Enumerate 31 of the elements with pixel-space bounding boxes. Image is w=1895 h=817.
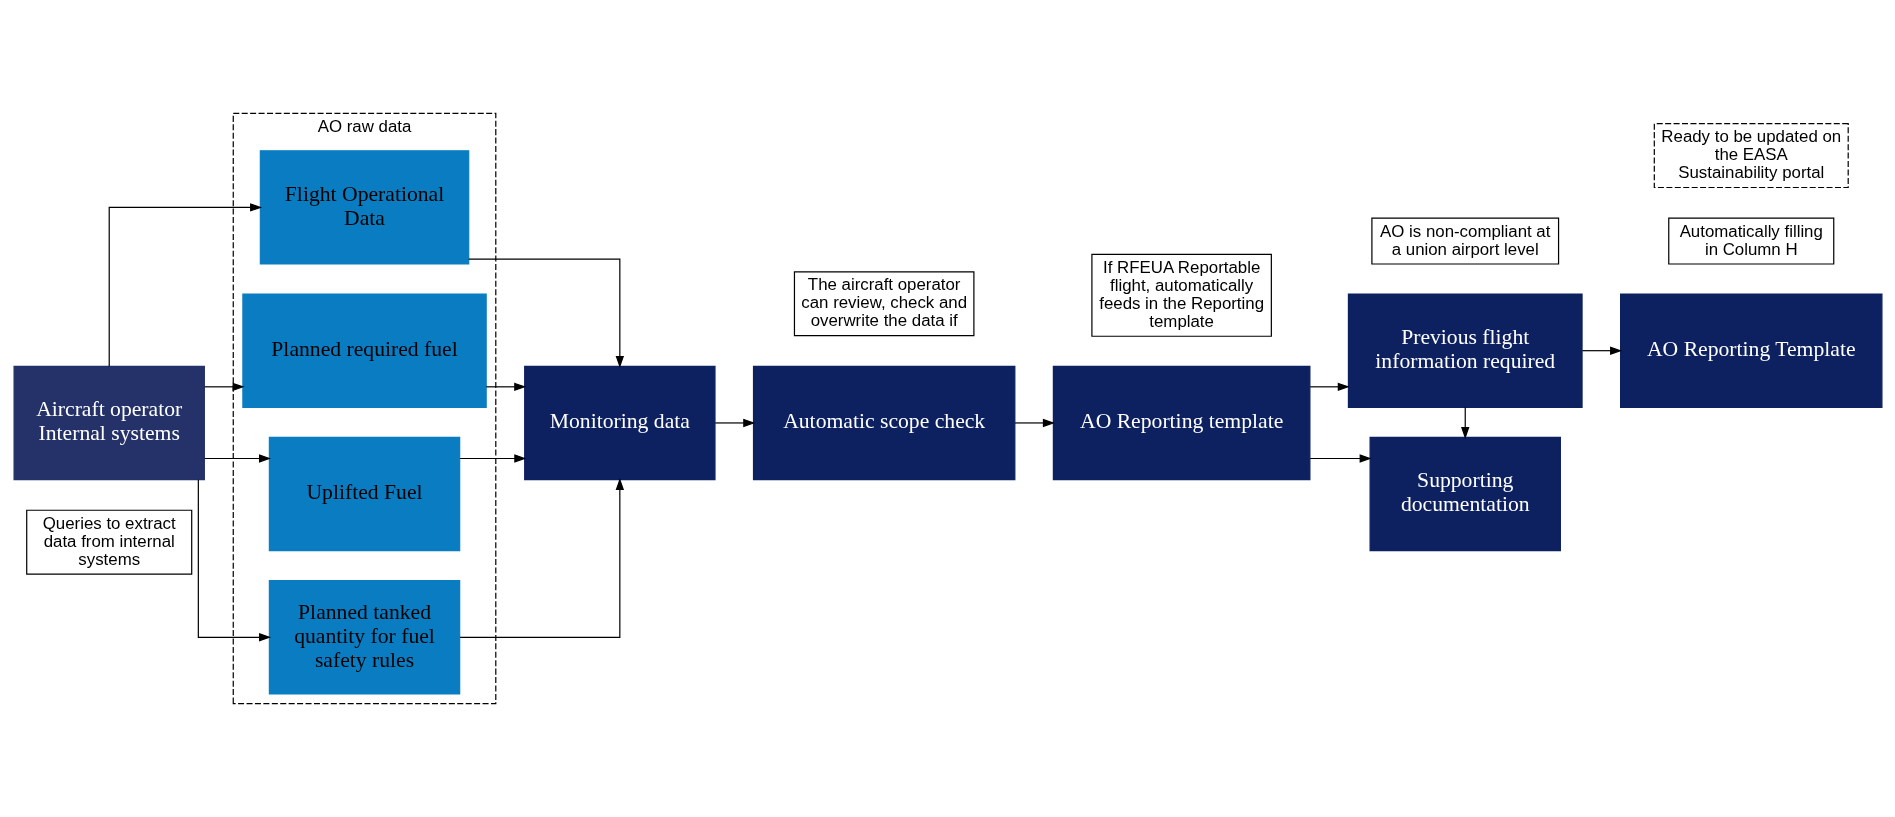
node-box: Automatic scope check: [752, 365, 1015, 481]
node-box: Planned required fuel: [241, 293, 487, 408]
node-box: Planned tanked quantity for fuel safety rules: [268, 580, 460, 695]
node-box: The aircraft operator can review, check and overwrite the data if: [793, 271, 974, 337]
arrow: [197, 479, 271, 642]
node-box: Automatically filling in Column H: [1667, 217, 1834, 265]
node-box: Flight Operational Data: [259, 150, 469, 265]
node-box: AO is non-compliant at a union airport level: [1370, 217, 1559, 265]
arrow: [203, 454, 271, 463]
node-box: Aircraft operator Internal systems: [13, 365, 205, 481]
node-box: AO Reporting template: [1052, 365, 1310, 481]
node-box: Queries to extract data from internal systems: [25, 509, 192, 575]
arrow: [714, 418, 755, 428]
node-box: AO Reporting Template: [1619, 293, 1882, 408]
arrow: [1014, 418, 1055, 428]
node-box: Supporting documentation: [1369, 436, 1561, 552]
arrow: [458, 454, 526, 463]
arrow: [108, 203, 262, 367]
arrow: [467, 258, 624, 368]
arrow: [203, 382, 245, 392]
node-box: If RFEUA Reportable flight, automatically feeds in the Reporting template: [1090, 253, 1272, 337]
arrow: [1581, 346, 1622, 355]
arrow: [458, 478, 624, 638]
arrow: [1309, 382, 1350, 392]
arrow: [1460, 406, 1469, 440]
node-box: Uplifted Fuel: [268, 436, 460, 552]
node-box: Ready to be updated on the EASA Sustainability portal: [1653, 123, 1849, 189]
node-box: Previous flight information required: [1347, 293, 1583, 408]
arrow: [1309, 454, 1372, 463]
node-box: Monitoring data: [523, 365, 716, 481]
arrow: [485, 382, 526, 392]
